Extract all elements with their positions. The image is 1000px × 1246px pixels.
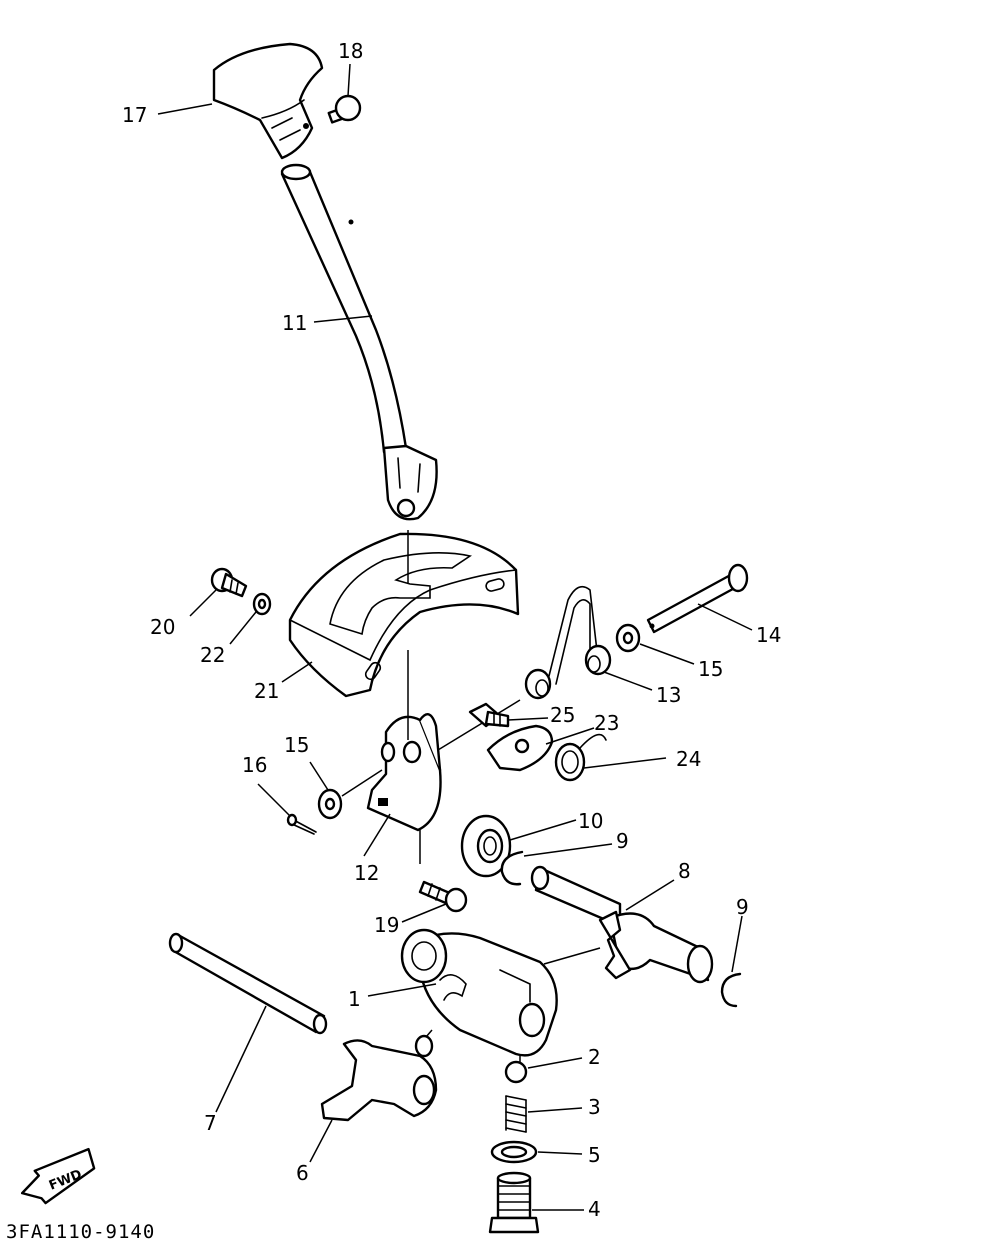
part-21-shift-guide: [288, 530, 520, 698]
callout-14: 14: [756, 623, 781, 647]
part-22-washer: [252, 592, 272, 616]
part-16-cotter-pin: [286, 813, 317, 835]
part-5-gasket: [490, 1140, 538, 1164]
callout-11: 11: [282, 311, 307, 335]
callout-24: 24: [676, 747, 701, 771]
part-17-shift-knob: [212, 42, 324, 160]
callout-3: 3: [588, 1095, 601, 1119]
part-23-stopper-lever: [486, 724, 554, 772]
part-11-shift-lever: [280, 163, 438, 521]
callout-20: 20: [150, 615, 175, 639]
callout-1: 1: [348, 987, 361, 1011]
part-18-screw: [327, 94, 362, 124]
callout-16: 16: [242, 753, 267, 777]
callout-5: 5: [588, 1143, 601, 1167]
part-6-shift-fork: [320, 1034, 438, 1122]
diagram-code: 3FA1110-9140: [6, 1221, 155, 1243]
callout-15-upper: 15: [698, 657, 723, 681]
part-9-circlip-upper: [500, 850, 524, 886]
part-1-shift-drum: [400, 928, 601, 1064]
callout-12: 12: [354, 861, 379, 885]
callout-17: 17: [122, 103, 147, 127]
callout-19: 19: [374, 913, 399, 937]
part-3-spring: [505, 1095, 527, 1133]
part-15-washer-lower: [317, 769, 383, 820]
part-9-circlip-lower: [720, 972, 742, 1008]
callout-9-lower: 9: [736, 895, 749, 919]
callout-6: 6: [296, 1161, 309, 1185]
part-13-spring: [524, 585, 612, 700]
part-4-plug: [488, 1171, 540, 1234]
part-12-shift-arm: [366, 650, 521, 864]
fwd-direction-arrow: FWD: [20, 1147, 96, 1205]
callout-25: 25: [550, 703, 575, 727]
part-10-oil-seal: [460, 814, 512, 878]
part-25-bolt: [468, 702, 510, 728]
leader-lines: [157, 63, 753, 1211]
part-14-pin: [646, 563, 749, 634]
callout-8: 8: [678, 859, 691, 883]
part-20-bolt: [210, 567, 248, 598]
callout-7: 7: [204, 1111, 217, 1135]
callout-10: 10: [578, 809, 603, 833]
callout-23: 23: [594, 711, 619, 735]
callout-21: 21: [254, 679, 279, 703]
part-24-spring: [554, 733, 607, 782]
part-19-bolt: [418, 880, 468, 913]
part-2-ball: [504, 1060, 528, 1084]
callout-18: 18: [338, 39, 363, 63]
callout-22: 22: [200, 643, 225, 667]
part-7-guide-bar: [168, 932, 328, 1035]
callout-15-lower: 15: [284, 733, 309, 757]
part-8-shift-shaft: [530, 865, 714, 984]
part-15-washer-upper: [615, 623, 641, 653]
callout-9-upper: 9: [616, 829, 629, 853]
callout-labels: 17 18 11 20 22 21 14 15 13 25 23 24 15 1…: [122, 39, 781, 1221]
callout-4: 4: [588, 1197, 601, 1221]
callout-13: 13: [656, 683, 681, 707]
callout-2: 2: [588, 1045, 601, 1069]
